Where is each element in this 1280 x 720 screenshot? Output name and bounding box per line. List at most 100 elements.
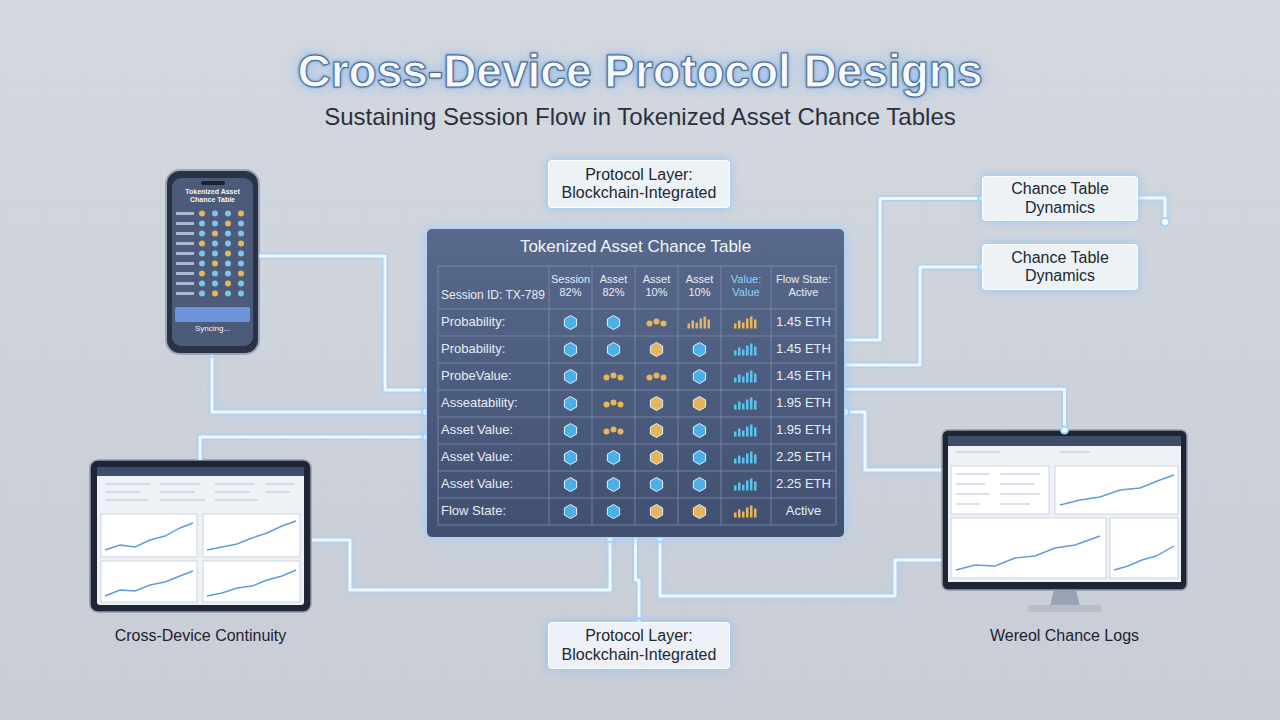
table-cell: 2.25 ETH [771,450,836,465]
bar-icon [738,321,741,329]
hex-icon [650,478,662,492]
table-rule [438,336,836,337]
phone-row [176,232,194,235]
dot-icon [618,375,624,381]
tablet-device: Cross-Device Continuity [90,460,311,612]
bar-icon [742,323,745,329]
phone-icon [212,251,218,257]
bar-icon [734,351,737,356]
connector [845,264,986,366]
phone-icon [238,281,244,287]
table-cell: Asset Value: [441,423,547,438]
phone-icon [225,211,231,217]
phone-status: Syncing... [174,325,251,334]
dot-icon [647,375,653,381]
dot-icon [618,429,624,435]
phone-icon [225,291,231,297]
table-cell: Value: Value [721,273,771,298]
bar-icon [746,508,749,518]
table-cell: Asseatability: [441,396,547,411]
connector-line [259,256,426,390]
hex-icon [693,343,705,357]
phone-row [176,292,194,295]
hex-icon [650,505,662,519]
table-cell: Flow State: Active [771,273,836,298]
phone-device: Tokenized Asset Chance TableSyncing... [166,170,259,354]
bar-icon [746,319,749,329]
bar-icon [688,324,691,329]
connector [845,389,1068,433]
bar-icon [704,317,707,329]
protocol-box: Protocol Layer: Blockchain-Integrated [548,160,730,208]
dot-icon [611,373,617,379]
table-rule [836,266,837,525]
table-cell: 1.45 ETH [771,315,836,330]
monitor-illustration [942,430,1187,612]
hex-icon [607,343,619,357]
phone-icon [212,241,218,247]
hex-icon [564,424,576,438]
dynamics-box: Chance Table Dynamics [982,176,1138,221]
bar-icon [750,479,753,491]
bar-icon [746,373,749,383]
bar-icon [750,344,753,356]
connector [259,256,430,394]
bar-icon [734,486,737,491]
table-cell: Active [771,504,836,519]
table-cell: Asset Value: [441,477,547,492]
bar-icon [734,513,737,518]
hex-icon [564,505,576,519]
table-cell: 2.25 ETH [771,477,836,492]
dot-icon [604,402,610,408]
bar-icon [754,509,757,518]
phone-icon [199,271,205,277]
phone-row [176,262,194,265]
phone-icon [225,241,231,247]
connector-glow [845,389,1065,430]
table-cell: Flow State: [441,504,547,519]
table-rule [438,471,836,472]
junction-dots [209,218,1169,542]
bar-icon [738,348,741,356]
table-rule [592,266,593,525]
dot-icon [604,429,610,435]
hex-icon [607,505,619,519]
hex-icon [650,451,662,465]
connector-line [200,437,426,460]
bar-icon [734,324,737,329]
hex-icon [564,316,576,330]
hex-icon [564,343,576,357]
bar-icon [742,512,745,518]
box-label: Protocol Layer: Blockchain-Integrated [557,627,721,664]
bar-icon [738,429,741,437]
decor-wires [212,198,1165,596]
hex-icon [564,370,576,384]
connector-glow [636,538,640,622]
table-rule [438,266,836,267]
hex-icon [650,343,662,357]
phone-icon [238,211,244,217]
bar-icon [754,428,757,437]
table-rule [549,266,550,525]
bar-icon [746,427,749,437]
bar-icon [754,374,757,383]
bar-icon [708,320,711,329]
phone-icon [238,291,244,297]
phone-icon [212,261,218,267]
bar-icon [750,371,753,383]
hex-icon [607,478,619,492]
phone-icon [225,221,231,227]
hex-icon [693,424,705,438]
table-rule [438,417,836,418]
table-cell: Probability: [441,315,547,330]
bar-icon [754,455,757,464]
table-rule [438,525,836,526]
dynamics-box: Chance Table Dynamics [982,244,1138,290]
table-cell: Asset Value: [441,450,547,465]
table-cell: 1.45 ETH [771,369,836,384]
phone-icon [238,251,244,257]
bar-icon [700,319,703,329]
bar-icon [734,378,737,383]
phone-icon [212,221,218,227]
bar-icon [734,459,737,464]
